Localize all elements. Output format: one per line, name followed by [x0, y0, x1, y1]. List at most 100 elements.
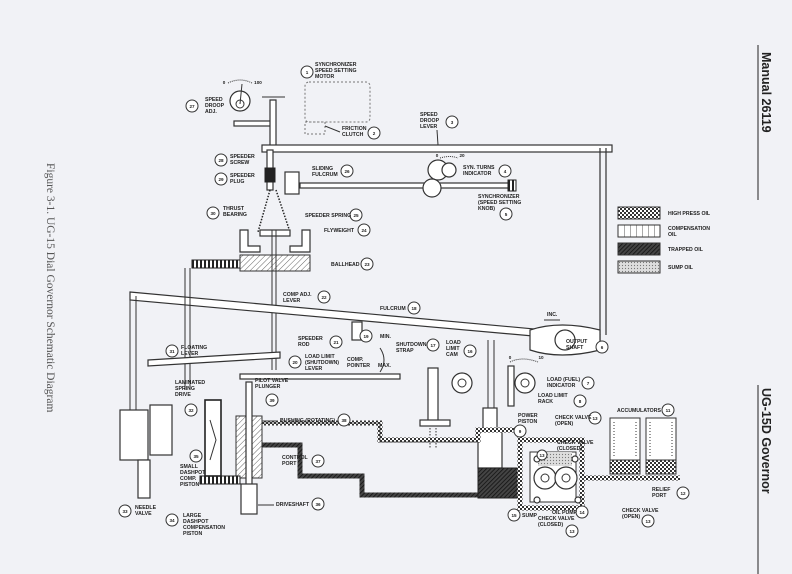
- svg-text:SYNCHRONIZER: SYNCHRONIZER: [478, 194, 520, 200]
- legend-swatch-high-press: [617, 206, 661, 220]
- dial-max: 100: [254, 80, 262, 85]
- svg-text:LEVER: LEVER: [305, 366, 323, 372]
- friction-clutch: [304, 121, 326, 135]
- svg-text:8: 8: [579, 399, 582, 404]
- callout-comp-adj-lever: 22 COMP ADJ.LEVER: [283, 290, 331, 304]
- svg-text:13: 13: [569, 529, 575, 534]
- callout-ballhead: 23 BALLHEAD: [331, 257, 374, 271]
- svg-text:(OPEN): (OPEN): [555, 421, 573, 427]
- increase-direction-label: INC.: [547, 312, 558, 318]
- svg-text:38: 38: [341, 418, 347, 423]
- dial-max: 20: [459, 153, 465, 158]
- check-valve: [571, 455, 579, 463]
- load-limit-cam: [451, 372, 473, 394]
- legend-swatch-compensation: [617, 224, 661, 238]
- svg-text:CHECK VALVE: CHECK VALVE: [622, 508, 659, 514]
- svg-text:LOAD: LOAD: [446, 340, 461, 346]
- svg-text:18: 18: [411, 306, 417, 311]
- svg-text:LEVER: LEVER: [283, 298, 301, 304]
- load-indicator-gear: [514, 372, 536, 394]
- synchronizer-knob: [507, 179, 517, 192]
- svg-text:COMP.: COMP.: [180, 476, 197, 482]
- svg-text:SHUTDOWN: SHUTDOWN: [396, 342, 427, 348]
- legend-label: HIGH PRESS OIL: [668, 211, 711, 217]
- svg-text:2: 2: [373, 131, 376, 136]
- svg-text:CLUTCH: CLUTCH: [342, 132, 364, 138]
- svg-text:31: 31: [169, 349, 175, 354]
- legend-swatch-trapped: [617, 242, 661, 256]
- callout-speeder-spring: 25 SPEEDER SPRING: [305, 208, 363, 222]
- svg-text:KNOB): KNOB): [478, 206, 495, 212]
- svg-text:DRIVESHAFT: DRIVESHAFT: [276, 502, 310, 508]
- svg-text:COMP ADJ.: COMP ADJ.: [283, 292, 312, 298]
- svg-text:SPEEDER: SPEEDER: [230, 154, 255, 160]
- svg-text:(SHUTDOWN): (SHUTDOWN): [305, 360, 339, 366]
- svg-text:32: 32: [188, 408, 194, 413]
- svg-text:26: 26: [344, 169, 350, 174]
- svg-text:7: 7: [587, 381, 590, 386]
- svg-text:THRUST: THRUST: [223, 206, 245, 212]
- power-piston: [477, 429, 503, 469]
- callout-bushing: 38 BUSHING (ROTATING): [262, 413, 351, 427]
- svg-text:LOAD (FUEL): LOAD (FUEL): [547, 377, 580, 383]
- check-valve: [533, 496, 541, 504]
- svg-text:VALVE: VALVE: [135, 511, 152, 517]
- driveshaft: [240, 483, 258, 515]
- svg-text:12: 12: [680, 491, 686, 496]
- svg-text:21: 21: [333, 340, 339, 345]
- speed-droop-lever: [261, 144, 613, 153]
- svg-text:27: 27: [189, 104, 195, 109]
- callout-load-limit-lever: 20 LOAD LIMIT(SHUTDOWN)LEVER: [288, 354, 339, 372]
- figure-caption: Figure 3-1. UG-15 Dial Governor Schemati…: [44, 163, 56, 412]
- check-valve: [574, 496, 582, 504]
- synchronizer-motor: [304, 81, 371, 123]
- callout-load-indicator: 7 LOAD (FUEL)INDICATOR: [547, 376, 595, 390]
- svg-text:SPRING: SPRING: [175, 386, 195, 392]
- pump-housing: [517, 437, 585, 511]
- pilot-valve-plunger: [245, 381, 253, 493]
- pump-gear-right: [554, 466, 578, 490]
- svg-text:(OPEN): (OPEN): [622, 514, 640, 520]
- svg-text:LOAD LIMIT: LOAD LIMIT: [538, 393, 569, 399]
- svg-text:ADJ.: ADJ.: [205, 109, 217, 115]
- floating-lever: [147, 351, 281, 367]
- svg-text:POWER: POWER: [518, 413, 538, 419]
- callout-flyweight: 24 FLYWEIGHT: [324, 223, 371, 237]
- svg-text:13: 13: [539, 453, 545, 458]
- svg-text:SPEED SETTING: SPEED SETTING: [315, 68, 357, 74]
- svg-text:SPEED: SPEED: [205, 97, 223, 103]
- comp-max-label: MAX.: [378, 363, 392, 369]
- mechanism-drawing: 0 100 0 20: [119, 79, 680, 515]
- running-header: Manual 26119 UG-15D Governor: [757, 45, 773, 574]
- svg-text:DRIVE: DRIVE: [175, 392, 191, 398]
- svg-text:BUSHING (ROTATING): BUSHING (ROTATING): [280, 418, 335, 424]
- svg-text:BALLHEAD: BALLHEAD: [331, 262, 360, 268]
- svg-text:LEVER: LEVER: [420, 124, 438, 130]
- svg-text:RACK: RACK: [538, 399, 553, 405]
- svg-text:POINTER: POINTER: [347, 363, 370, 369]
- product-name: UG-15D Governor: [759, 388, 773, 494]
- svg-text:PISTON: PISTON: [183, 531, 202, 537]
- legend-label: SUMP OIL: [668, 265, 694, 271]
- svg-text:(SPEED SETTING: (SPEED SETTING: [478, 200, 521, 206]
- load-limit-rack: [507, 365, 515, 407]
- svg-text:CONTROL: CONTROL: [282, 455, 308, 461]
- svg-text:PORT: PORT: [282, 461, 297, 467]
- svg-text:PLUG: PLUG: [230, 179, 244, 185]
- svg-text:13: 13: [592, 416, 598, 421]
